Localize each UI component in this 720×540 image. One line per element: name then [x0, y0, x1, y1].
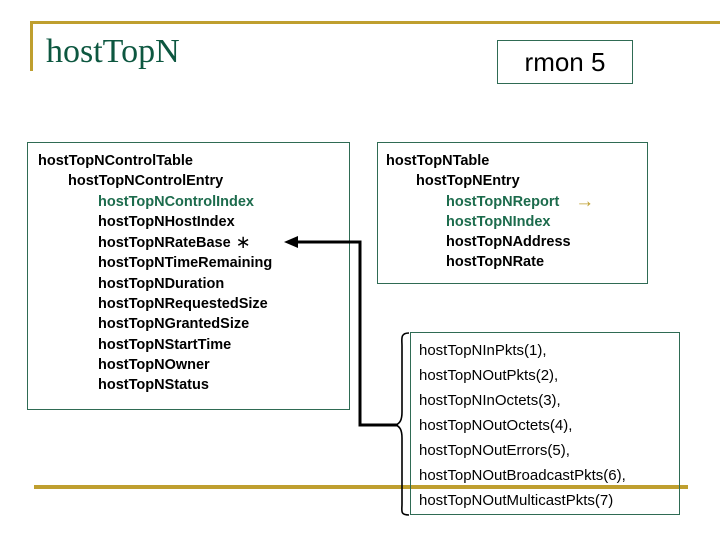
control-object-item-label: hostTopNRateBase	[98, 235, 231, 252]
control-object-item-label: hostTopNControlTable	[38, 153, 193, 169]
host-topn-control-object-list: hostTopNControlTable hostTopNControlEntry…	[28, 143, 349, 396]
control-object-item-label: hostTopNHostIndex	[98, 213, 235, 230]
control-object-item: hostTopNRequestedSize	[38, 294, 349, 314]
control-object-item: hostTopNStartTime	[38, 335, 349, 355]
host-topn-report-enum-box: hostTopNInPkts(1), hostTopNOutPkts(2), hos…	[410, 332, 680, 515]
control-object-item: hostTopNOwner	[38, 355, 349, 375]
control-object-item-label: hostTopNStatus	[98, 377, 209, 394]
table-object-item-label: hostTopNTable	[386, 153, 490, 169]
control-object-item: hostTopNControlEntry	[38, 171, 349, 191]
table-object-item: hostTopNEntry	[386, 171, 647, 191]
control-object-item-label: hostTopNTimeRemaining	[98, 255, 273, 272]
report-enum-item: hostTopNOutMulticastPkts(7)	[419, 492, 614, 509]
control-object-item-label: hostTopNControlIndex	[98, 193, 254, 210]
top-gold-rule	[30, 21, 720, 24]
control-object-item: hostTopNControlIndex	[38, 192, 349, 212]
control-object-item-label: hostTopNControlEntry	[68, 173, 224, 190]
control-object-item: hostTopNStatus	[38, 375, 349, 395]
rmon-group-tag-label: rmon 5	[524, 46, 606, 77]
table-object-item: hostTopNAddress	[386, 232, 647, 252]
rmon-group-tag-box: rmon 5	[497, 40, 633, 84]
table-object-item: hostTopNTable	[386, 151, 647, 171]
control-object-item: hostTopNRateBase∗	[38, 232, 349, 253]
control-object-item-label: hostTopNGrantedSize	[98, 316, 250, 333]
control-object-item: hostTopNDuration	[38, 274, 349, 294]
host-topn-control-table-box: hostTopNControlTable hostTopNControlEntry…	[27, 142, 350, 410]
report-enum-item: hostTopNInPkts(1),	[419, 342, 547, 359]
table-object-item-label: hostTopNIndex	[446, 213, 551, 230]
report-enum-item: hostTopNOutBroadcastPkts(6),	[419, 467, 626, 484]
table-object-item-label: hostTopNAddress	[446, 234, 571, 251]
control-object-item: hostTopNControlTable	[38, 151, 349, 171]
table-object-item: hostTopNReport →	[386, 190, 647, 212]
report-enum-item: hostTopNOutErrors(5),	[419, 442, 570, 459]
report-enum-item: hostTopNOutOctets(4),	[419, 417, 573, 434]
table-object-item: hostTopNIndex	[386, 212, 647, 232]
asterisk-marker-icon: ∗	[235, 232, 251, 253]
table-object-item-label: hostTopNReport	[446, 193, 560, 210]
left-gold-rule	[30, 21, 33, 71]
report-enum-item: hostTopNOutPkts(2),	[419, 367, 559, 384]
host-topn-report-enum-list: hostTopNInPkts(1), hostTopNOutPkts(2), hos…	[411, 333, 679, 513]
table-object-item: hostTopNRate	[386, 252, 647, 272]
control-object-item-label: hostTopNOwner	[98, 356, 210, 373]
control-object-item: hostTopNHostIndex	[38, 212, 349, 232]
report-enum-item: hostTopNInOctets(3),	[419, 392, 561, 409]
control-object-item: hostTopNGrantedSize	[38, 314, 349, 334]
control-object-item-label: hostTopNStartTime	[98, 336, 232, 353]
bottom-gold-rule	[34, 485, 688, 489]
right-arrow-icon: →	[575, 190, 595, 212]
table-object-item-label: hostTopNEntry	[416, 173, 520, 190]
control-object-item-label: hostTopNDuration	[98, 275, 225, 292]
table-object-item-label: hostTopNRate	[446, 254, 545, 271]
page-title: hostTopN	[46, 33, 180, 70]
control-object-item: hostTopNTimeRemaining	[38, 253, 349, 273]
control-object-item-label: hostTopNRequestedSize	[98, 296, 268, 313]
